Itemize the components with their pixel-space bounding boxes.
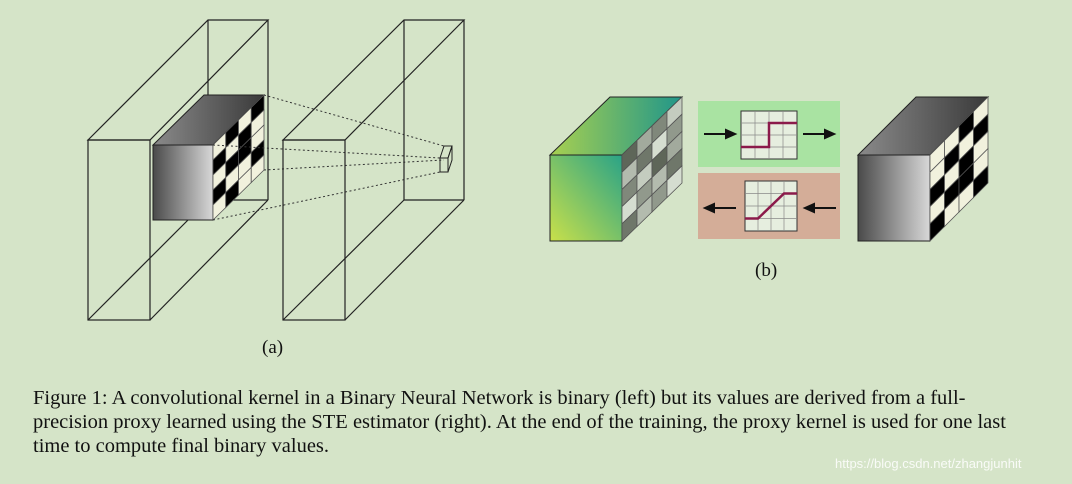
proxy-kernel-cube (548, 96, 684, 242)
binary-kernel-side-grid-a (212, 94, 265, 221)
sign-curve (741, 121, 797, 149)
watermark: https://blog.csdn.net/zhangjunhit (835, 456, 1022, 471)
sublabel-b: (b) (755, 260, 778, 281)
forward-left-arrow-icon (704, 128, 738, 140)
binary-kernel-cube-b (856, 96, 990, 242)
forward-right-arrow-icon (803, 128, 837, 140)
binary-kernel-cube-a (151, 94, 266, 221)
projection-lines (212, 94, 445, 221)
backward-left-arrow-icon (702, 202, 736, 214)
output-neuron (439, 145, 453, 173)
forward-sign-panel (698, 101, 840, 167)
kernel-cell (973, 164, 989, 199)
output-feature-box (281, 19, 466, 321)
sign-function-plot (740, 110, 798, 160)
hardtanh-curve (745, 192, 797, 220)
backward-ste-panel (698, 173, 840, 239)
backward-right-arrow-icon (802, 202, 836, 214)
sublabel-a: (a) (262, 337, 284, 358)
proxy-kernel-side-grid (621, 96, 683, 242)
kernel-cell (666, 164, 683, 199)
figure-caption: Figure 1: A convolutional kernel in a Bi… (33, 387, 1006, 457)
figure-illustration (86, 19, 990, 321)
ste-hardtanh-plot (744, 180, 798, 232)
binary-kernel-side-grid-b (929, 96, 989, 242)
